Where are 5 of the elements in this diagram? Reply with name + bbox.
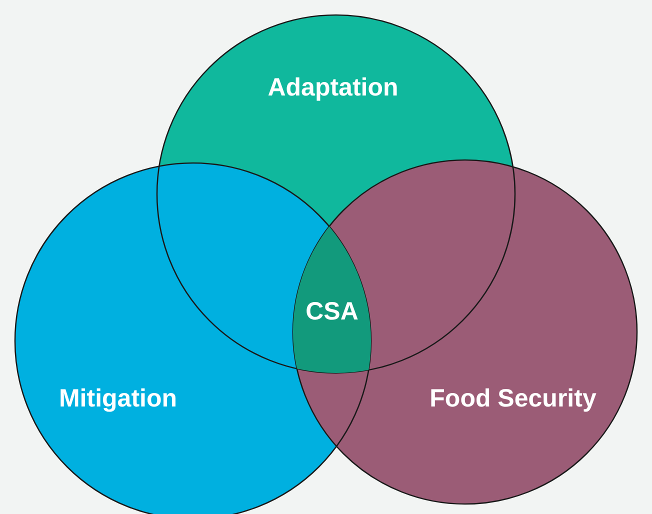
- circle-label: CSA: [306, 298, 358, 326]
- circle-label: Food Security: [430, 384, 596, 414]
- circle-label: Mitigation: [58, 384, 178, 414]
- venn-circle: [292, 159, 638, 505]
- circle-label: Adaptation: [268, 74, 398, 102]
